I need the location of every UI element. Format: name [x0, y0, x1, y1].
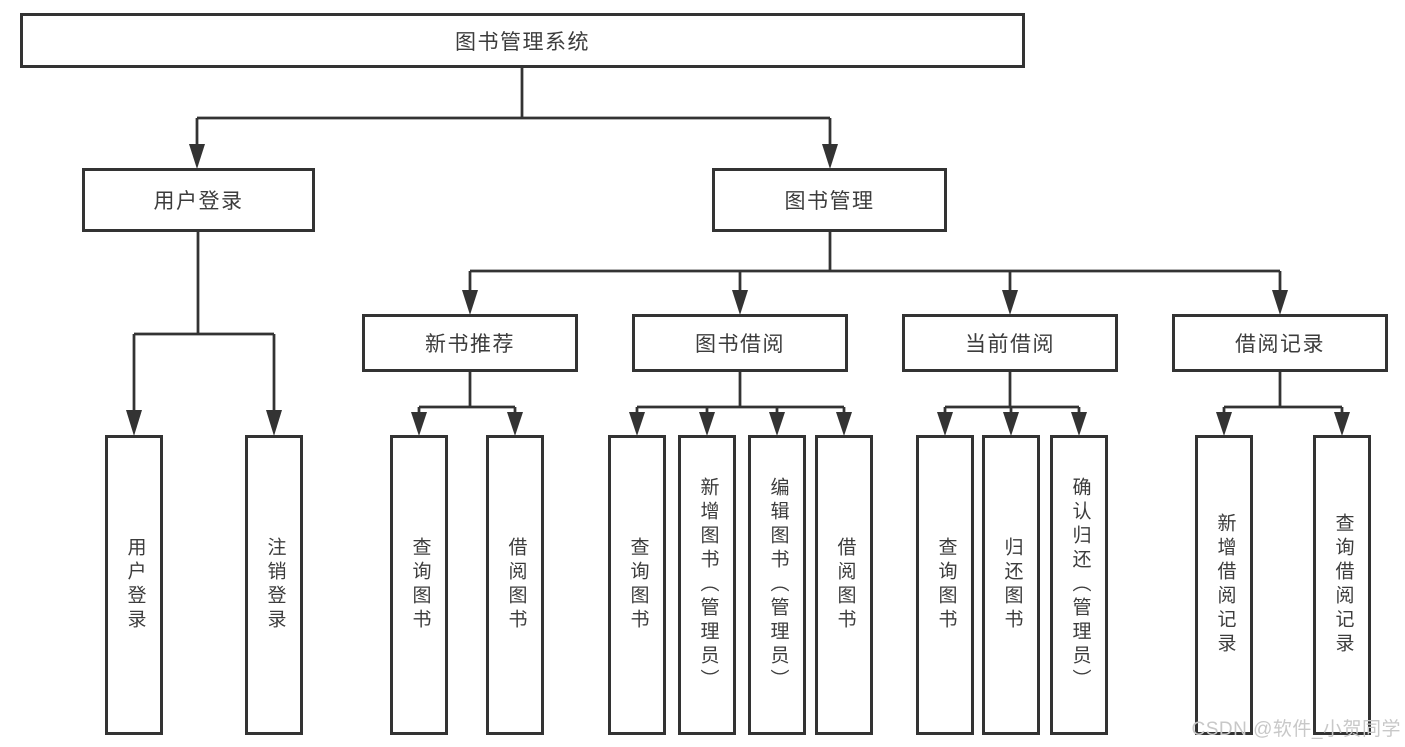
- arrow-down-icon: [266, 410, 282, 436]
- arrow-down-icon: [1216, 412, 1232, 436]
- node-new-book-recommend: 新书推荐: [362, 314, 578, 372]
- node-root: 图书管理系统: [20, 13, 1025, 68]
- node-new-book-recommend-label: 新书推荐: [425, 333, 515, 356]
- leaf-borrow-books-label: 借阅图书: [834, 537, 856, 633]
- arrow-down-icon: [462, 290, 478, 315]
- arrow-down-icon: [1071, 412, 1087, 436]
- leaf-borrow-books-recommend-label: 借阅图书: [505, 537, 527, 633]
- arrow-down-icon: [836, 412, 852, 436]
- connector-user-login-stem: [132, 232, 276, 412]
- watermark: CSDN @软件_小贺同学: [1191, 719, 1401, 740]
- leaf-query-books-borrow-label: 查询图书: [627, 537, 649, 633]
- arrow-down-icon: [1334, 412, 1350, 436]
- node-book-management-label: 图书管理: [784, 190, 875, 213]
- node-user-login-label: 用户登录: [153, 190, 244, 213]
- node-user-login: 用户登录: [82, 168, 315, 232]
- leaf-query-books-current: 查询图书: [916, 435, 974, 735]
- leaf-logout-label: 注销登录: [264, 537, 286, 633]
- node-book-management: 图书管理: [712, 168, 947, 232]
- connector-root-stem: [195, 68, 832, 146]
- arrow-down-icon: [1272, 290, 1288, 315]
- leaf-query-books-recommend: 查询图书: [390, 435, 448, 735]
- leaf-query-borrow-record: 查询借阅记录: [1313, 435, 1371, 735]
- leaf-edit-books-admin-label: 编辑图书（管理员）: [767, 477, 789, 693]
- leaf-add-books-admin-label: 新增图书（管理员）: [697, 477, 719, 693]
- leaf-user-login: 用户登录: [105, 435, 163, 735]
- arrow-down-icon: [189, 144, 205, 169]
- node-borrow-records: 借阅记录: [1172, 314, 1388, 372]
- arrow-down-icon: [1002, 290, 1018, 315]
- arrow-down-icon: [732, 290, 748, 315]
- node-borrow-records-label: 借阅记录: [1235, 333, 1325, 356]
- arrow-down-icon: [507, 412, 523, 436]
- leaf-add-borrow-record-label: 新增借阅记录: [1214, 513, 1236, 657]
- connector-current-borrow-stem: [943, 372, 1081, 416]
- arrow-down-icon: [699, 412, 715, 436]
- arrow-down-icon: [629, 412, 645, 436]
- leaf-query-books-recommend-label: 查询图书: [409, 537, 431, 633]
- leaf-return-books: 归还图书: [982, 435, 1040, 735]
- leaf-query-books-current-label: 查询图书: [935, 537, 957, 633]
- leaf-edit-books-admin: 编辑图书（管理员）: [748, 435, 806, 735]
- leaf-borrow-books: 借阅图书: [815, 435, 873, 735]
- node-root-label: 图书管理系统: [455, 30, 590, 54]
- arrow-down-icon: [126, 410, 142, 436]
- connector-book-management-stem: [468, 232, 1282, 292]
- leaf-borrow-books-recommend: 借阅图书: [486, 435, 544, 735]
- connector-book-borrow-stem: [635, 372, 846, 416]
- leaf-query-borrow-record-label: 查询借阅记录: [1332, 513, 1354, 657]
- arrow-down-icon: [769, 412, 785, 436]
- leaf-add-books-admin: 新增图书（管理员）: [678, 435, 736, 735]
- arrow-down-icon: [411, 412, 427, 436]
- leaf-logout: 注销登录: [245, 435, 303, 735]
- node-current-borrow-label: 当前借阅: [965, 333, 1055, 356]
- connector-borrow-records-stem: [1222, 372, 1344, 416]
- leaf-confirm-return-admin-label: 确认归还（管理员）: [1069, 477, 1091, 693]
- leaf-add-borrow-record: 新增借阅记录: [1195, 435, 1253, 735]
- leaf-return-books-label: 归还图书: [1001, 537, 1023, 633]
- connector-new-book-stem: [417, 372, 517, 416]
- node-book-borrow: 图书借阅: [632, 314, 848, 372]
- node-current-borrow: 当前借阅: [902, 314, 1118, 372]
- node-book-borrow-label: 图书借阅: [695, 333, 785, 356]
- leaf-user-login-label: 用户登录: [124, 537, 146, 633]
- arrow-down-icon: [822, 144, 838, 169]
- arrow-down-icon: [1003, 412, 1019, 436]
- leaf-query-books-borrow: 查询图书: [608, 435, 666, 735]
- leaf-confirm-return-admin: 确认归还（管理员）: [1050, 435, 1108, 735]
- arrow-down-icon: [937, 412, 953, 436]
